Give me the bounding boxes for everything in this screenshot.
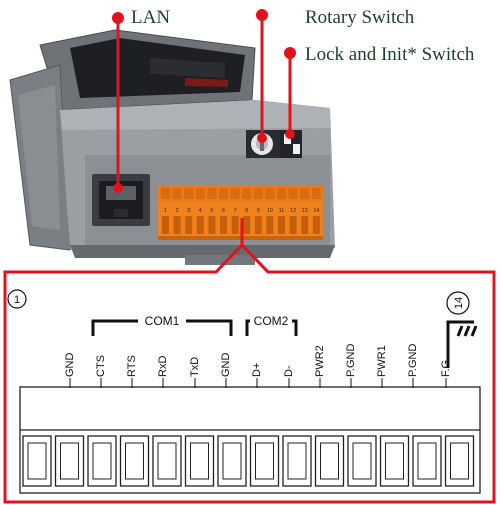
terminal-slot <box>162 216 169 234</box>
screw-slot-inner <box>255 442 274 480</box>
screw-slot-inner <box>450 442 469 480</box>
terminal-screw <box>288 188 298 199</box>
terminal-screw <box>207 188 217 199</box>
lock-switch-callout-dot <box>284 47 296 59</box>
terminal-slot <box>312 216 320 234</box>
terminal-slot <box>208 216 216 234</box>
zoom-frame <box>3 218 496 504</box>
terminal-slot <box>266 216 274 234</box>
terminal-pin-number: 3 <box>187 208 190 214</box>
pin-label: RxD <box>157 356 169 377</box>
terminal-pin-number: 12 <box>290 208 296 214</box>
rotary-switch-callout-label: Rotary Switch <box>305 7 415 28</box>
lan-callout-label: LAN <box>131 7 171 28</box>
ground-symbol-icon <box>446 320 478 368</box>
callout-dots <box>112 9 296 193</box>
pin-label: P.GND <box>407 344 419 377</box>
screw-slot-inner <box>92 442 112 480</box>
terminal-pin-number: 6 <box>222 208 225 214</box>
terminal-screw <box>219 188 228 199</box>
terminal-slot <box>254 216 262 234</box>
rotary-target-dot <box>257 133 267 143</box>
screw-slot-inner <box>157 442 177 480</box>
terminal-pin-number: 5 <box>210 208 213 214</box>
terminal-screw <box>265 188 275 199</box>
pin-labels: GND CTS RTS RxD TxD GND D+ D- PWR2 P.GND PWR1 P.GND… <box>64 344 452 377</box>
screw-slot-inner <box>417 442 437 480</box>
terminal-slot <box>220 216 227 234</box>
pinout-badge-14: 14 <box>446 291 470 315</box>
screw-slot-inner <box>190 442 209 480</box>
pin-label: D- <box>283 365 295 377</box>
terminal-screw <box>230 188 240 199</box>
terminal-screw <box>161 188 170 199</box>
terminal-slot <box>173 216 181 234</box>
terminal-slot <box>243 216 251 234</box>
terminal-slot <box>185 216 193 234</box>
first-pin-number: 1 <box>14 294 20 306</box>
screw-slot-inner <box>222 442 242 480</box>
terminal-screw <box>277 188 286 199</box>
screw-slot-inner <box>352 442 372 480</box>
terminal-slot <box>278 216 285 234</box>
pin-label: CTS <box>95 355 107 377</box>
pin-label: GND <box>64 353 76 378</box>
pin-ticks <box>69 378 447 388</box>
screw-slot-inner <box>60 442 79 480</box>
com2-label: COM2 <box>254 314 289 328</box>
terminal-screw <box>184 188 194 199</box>
pin-label: GND <box>220 353 232 378</box>
terminal-pin-number: 8 <box>245 208 248 214</box>
terminal-slot <box>231 216 239 234</box>
pin-label: F.G. <box>440 357 452 377</box>
pin-label: PWR1 <box>376 345 388 377</box>
lan-target-dot <box>113 183 123 193</box>
pin-label: D+ <box>251 363 263 377</box>
terminal-screw <box>253 188 263 199</box>
terminal-pin-number: 4 <box>199 208 202 214</box>
terminal-slot <box>289 216 297 234</box>
lock-init-switch-body <box>280 130 302 158</box>
pin-label: RTS <box>126 355 138 377</box>
terminal-pin-number: 1 <box>164 208 167 214</box>
screw-slots <box>22 435 475 487</box>
screw-slot-inner <box>125 442 144 480</box>
pin-label: P.GND <box>345 344 357 377</box>
screw-slot-inner <box>287 442 307 480</box>
terminal-pin-number: 14 <box>313 208 319 214</box>
last-pin-number: 14 <box>453 297 465 309</box>
terminal-screw <box>311 188 321 199</box>
lock-init-switch-callout-label: Lock and Init* Switch <box>305 44 475 65</box>
terminal-slot <box>196 216 204 234</box>
terminal-pin-number: 10 <box>267 208 273 214</box>
terminal-screw <box>172 188 182 199</box>
screw-slot-inner <box>320 442 339 480</box>
lan-port <box>92 174 150 226</box>
terminal-screw <box>195 188 205 199</box>
com1-label: COM1 <box>145 314 180 328</box>
callout-lines <box>116 18 292 188</box>
lan-callout-dot <box>112 12 124 24</box>
screw-slot-inner <box>385 442 404 480</box>
rotary-switch-callout-dot <box>256 9 268 21</box>
pinout-badge-1: 1 <box>7 289 27 309</box>
pin-label: TxD <box>189 357 201 377</box>
screw-slot-inner <box>27 442 47 480</box>
pin-label: PWR2 <box>314 345 326 377</box>
terminal-pin-number: 13 <box>302 208 308 214</box>
terminal-pin-number: 7 <box>234 208 237 214</box>
terminal-pin-number: 11 <box>279 208 285 214</box>
terminal-pin-number: 9 <box>257 208 260 214</box>
terminal-slot <box>301 216 309 234</box>
terminal-screw <box>300 188 310 199</box>
terminal-screw <box>242 188 252 199</box>
terminal-pin-number: 2 <box>176 208 179 214</box>
lock-target-dot <box>285 129 295 139</box>
